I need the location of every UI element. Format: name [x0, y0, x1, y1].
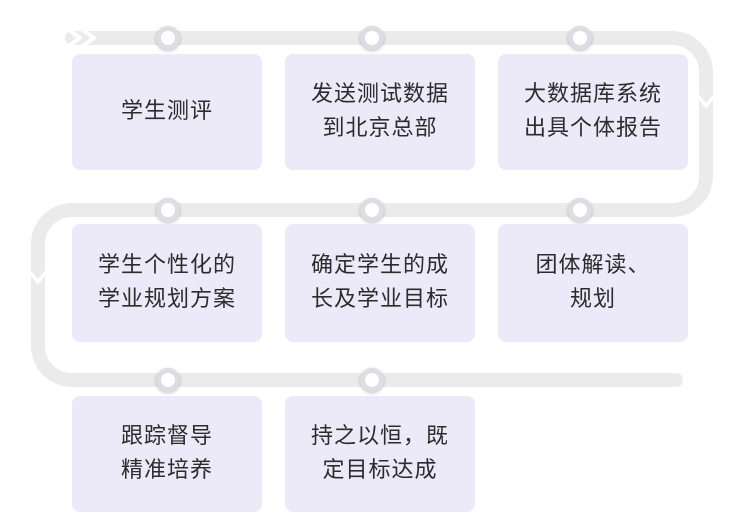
step-label: 持之以恒，既 定目标达成: [310, 424, 449, 483]
step-box-1: 学生测评: [72, 54, 262, 170]
step-label: 确定学生的成 长及学业目标: [310, 253, 449, 312]
step-node: [360, 26, 384, 50]
down-arrow-icon: [696, 94, 716, 108]
step-node: [156, 26, 180, 50]
step-node: [360, 368, 384, 392]
step-node: [156, 198, 180, 222]
step-box-8: 持之以恒，既 定目标达成: [285, 396, 475, 512]
down-arrow-icon: [28, 270, 48, 284]
step-label: 大数据库系统 出具个体报告: [523, 82, 662, 141]
step-label: 学生个性化的 学业规划方案: [97, 253, 236, 312]
start-chevron-icon: [78, 26, 96, 50]
step-node: [568, 26, 592, 50]
start-chevron-icon: [64, 26, 82, 50]
step-label: 发送测试数据 到北京总部: [310, 82, 449, 141]
step-box-2: 发送测试数据 到北京总部: [285, 54, 475, 170]
step-node: [360, 198, 384, 222]
step-node: [568, 198, 592, 222]
step-box-7: 跟踪督导 精准培养: [72, 396, 262, 512]
step-label: 跟踪督导 精准培养: [120, 424, 213, 483]
step-box-3: 大数据库系统 出具个体报告: [498, 54, 688, 170]
step-node: [156, 368, 180, 392]
step-box-6: 团体解读、 规划: [498, 224, 688, 342]
step-box-4: 学生个性化的 学业规划方案: [72, 224, 262, 342]
step-box-5: 确定学生的成 长及学业目标: [285, 224, 475, 342]
step-label: 团体解读、 规划: [535, 253, 651, 312]
step-label: 学生测评: [120, 99, 213, 124]
